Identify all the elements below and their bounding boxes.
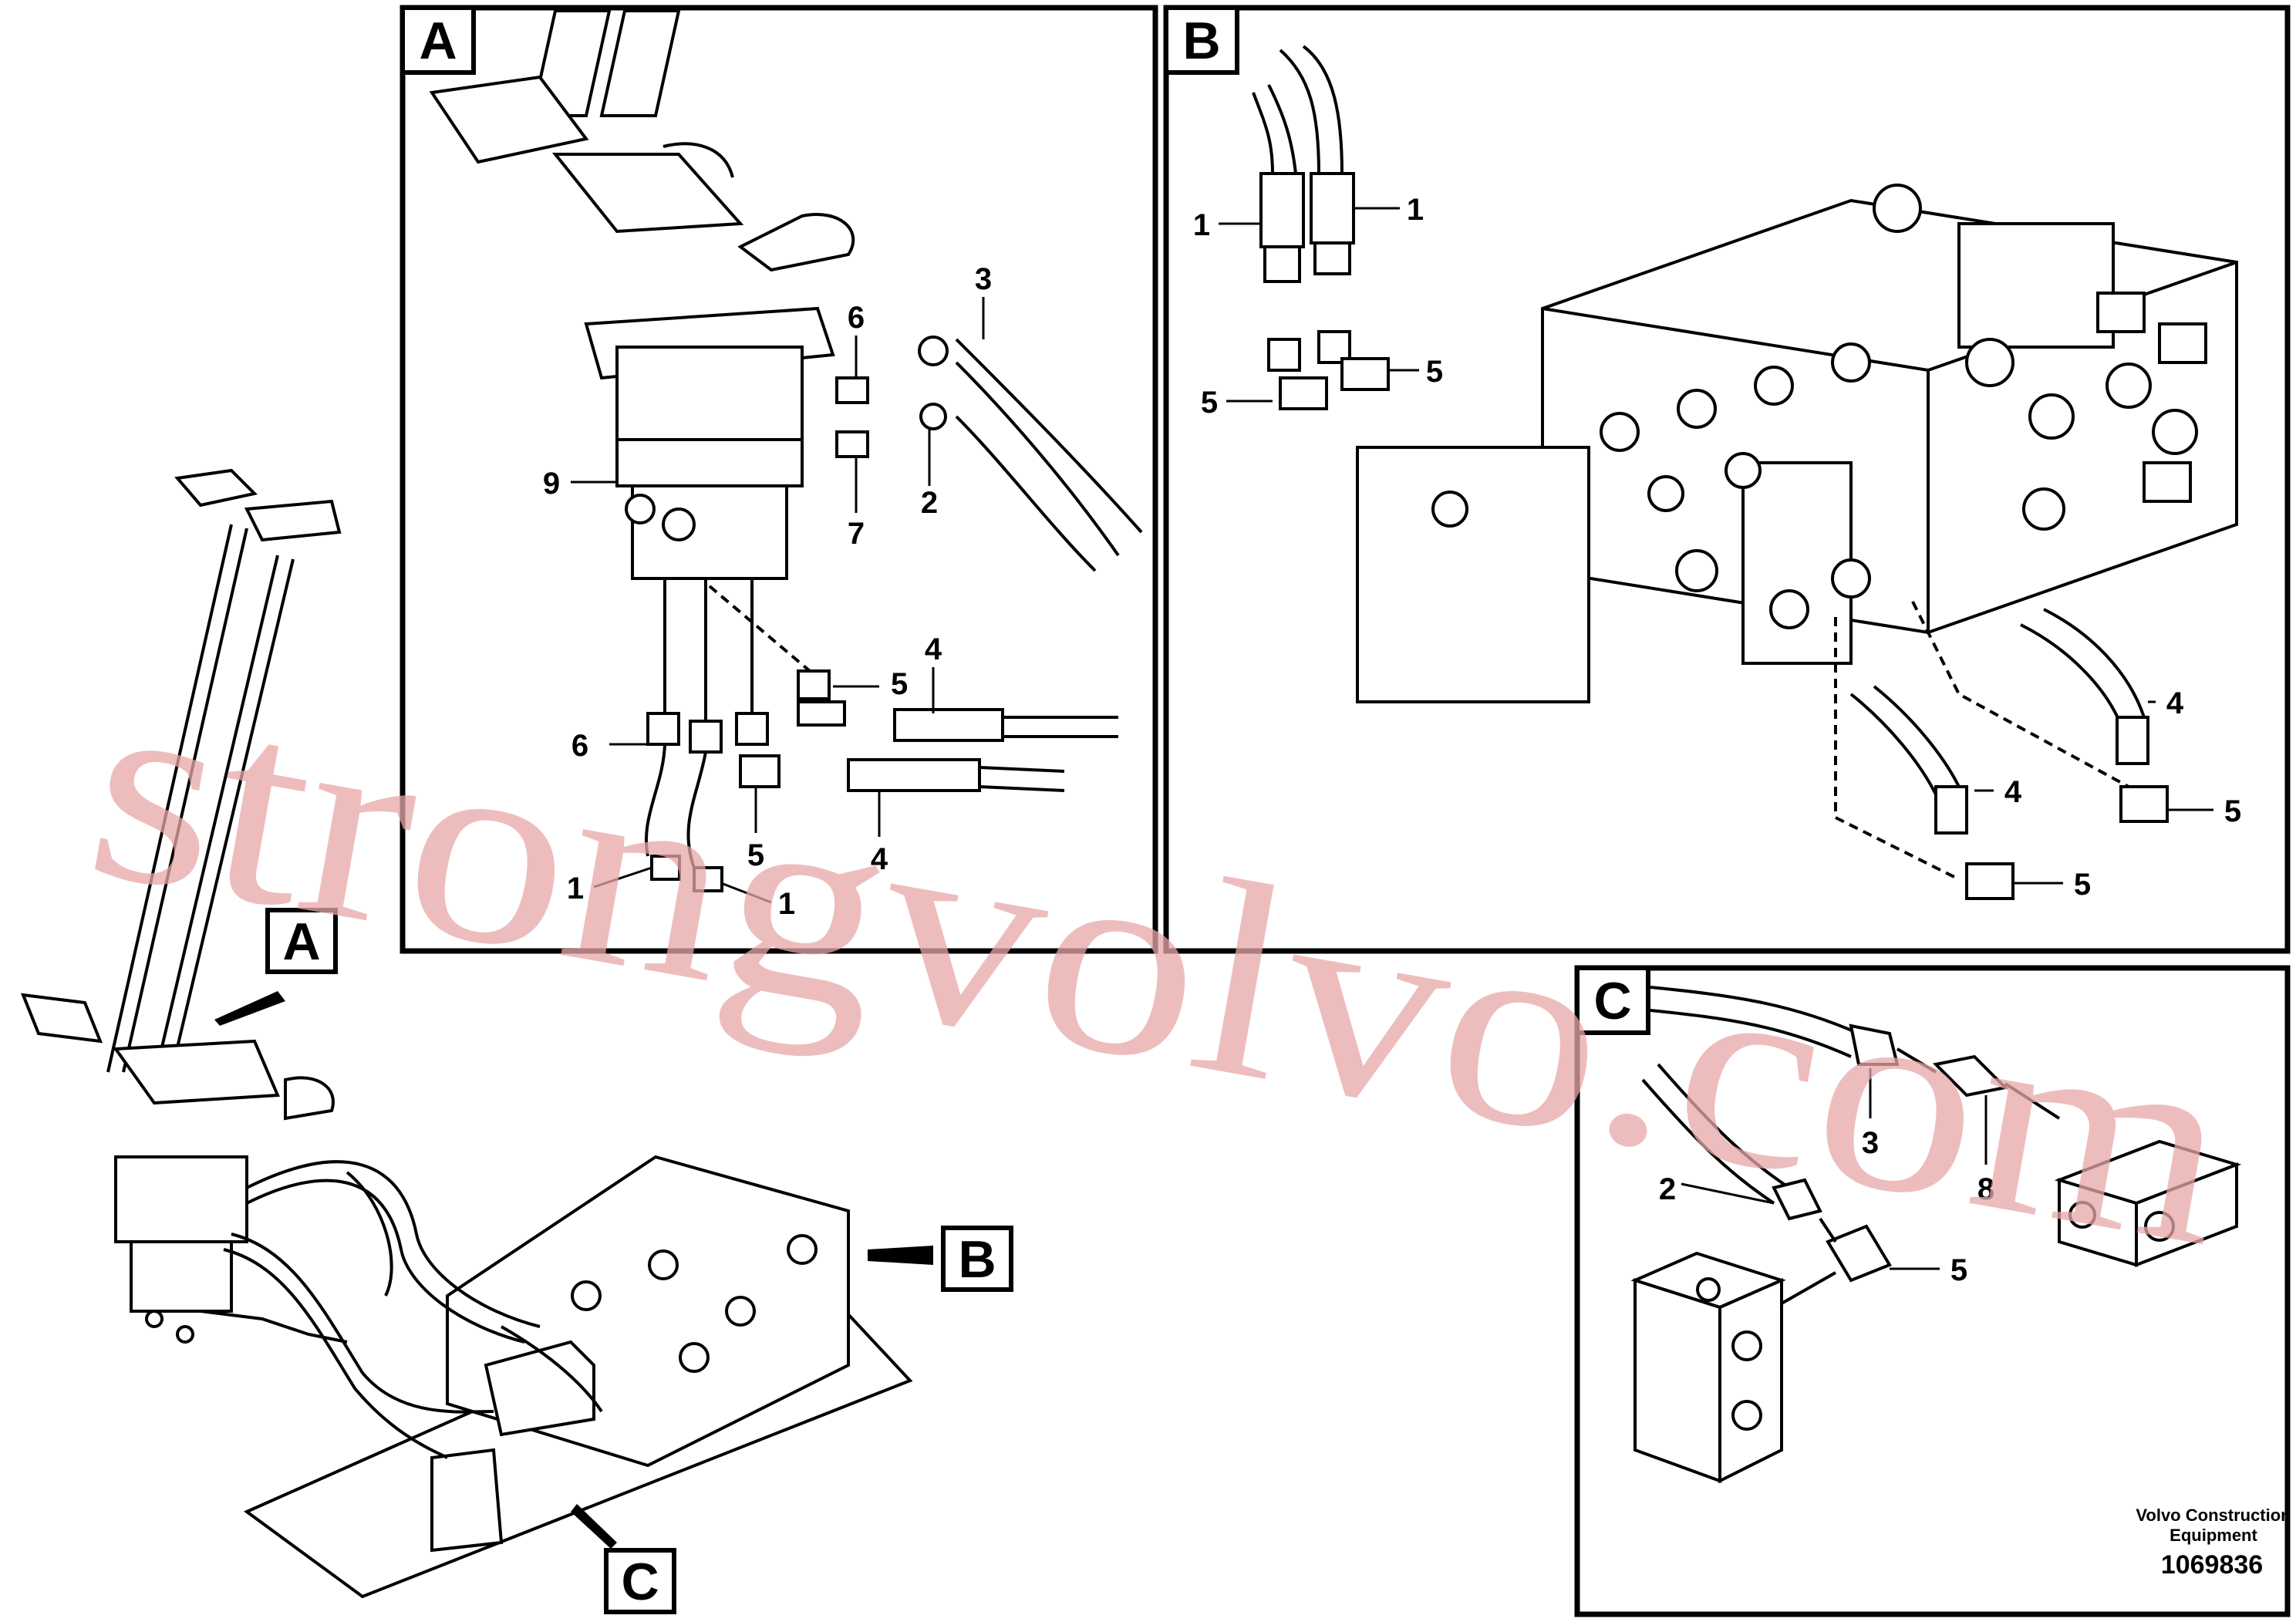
label-a-1-left: 1 xyxy=(567,872,584,905)
leaders-c xyxy=(1681,1068,1988,1270)
panel-a-letter: A xyxy=(419,12,457,70)
doc-number: 1069836 xyxy=(2161,1550,2263,1580)
label-a-6-bottom: 6 xyxy=(571,729,588,763)
leaders-a xyxy=(571,297,985,904)
overview-callout-c: C xyxy=(621,1553,659,1611)
label-a-5-top: 5 xyxy=(891,667,908,701)
overview-callout-b: B xyxy=(958,1230,996,1289)
blocks-c xyxy=(1630,1139,2242,1484)
label-b-5-lower-mid: 5 xyxy=(2074,868,2091,902)
lower-fittings-a xyxy=(646,669,1004,892)
callout-labels-b: 1 1 5 5 4 4 5 5 xyxy=(1193,193,2241,902)
label-c-2: 2 xyxy=(1659,1172,1676,1206)
label-b-4-mid: 4 xyxy=(2004,775,2022,809)
hoses-b-1 xyxy=(1252,45,1355,283)
joystick-levers xyxy=(429,9,855,272)
label-a-4-top: 4 xyxy=(925,632,942,666)
panel-b: B xyxy=(1163,5,2291,954)
watermark-text: strongvolvo.com xyxy=(70,626,2250,1305)
label-c-3: 3 xyxy=(1862,1126,1879,1160)
pilot-valve-block xyxy=(584,306,835,580)
overview-hoses xyxy=(200,1160,603,1459)
label-a-6-top: 6 xyxy=(848,301,865,335)
label-b-5-right: 5 xyxy=(1426,355,1443,389)
label-c-8: 8 xyxy=(1977,1172,1994,1206)
hoses-b-4 xyxy=(1834,601,2169,900)
overview-callouts: A B C xyxy=(214,908,1013,1614)
label-a-1-right: 1 xyxy=(778,887,795,921)
panel-c: C xyxy=(1574,965,2291,1617)
label-a-5-bottom: 5 xyxy=(747,838,764,872)
panel-c-letter: C xyxy=(1593,972,1631,1030)
label-b-4-right: 4 xyxy=(2166,686,2184,720)
label-c-5: 5 xyxy=(1950,1253,1967,1287)
hoses-a-upper xyxy=(955,338,1143,572)
label-a-9: 9 xyxy=(543,467,560,501)
control-valve-body xyxy=(1356,184,2238,703)
overview-callout-a: A xyxy=(282,912,320,971)
label-b-1-right: 1 xyxy=(1407,193,1424,227)
fitting-6-7 xyxy=(835,336,949,458)
leaders-b xyxy=(1219,207,2213,885)
callout-labels-a: 3 6 9 2 7 5 4 6 5 4 1 1 xyxy=(543,262,992,921)
hoses-a-lower xyxy=(644,578,1118,868)
label-b-5-lower-right: 5 xyxy=(2224,794,2241,828)
panel-a: A xyxy=(400,5,1158,954)
label-b-5-left: 5 xyxy=(1201,386,1218,420)
label-a-3: 3 xyxy=(975,262,992,296)
label-a-7: 7 xyxy=(848,517,865,551)
callout-labels-c: 3 8 2 5 xyxy=(1659,1126,1994,1287)
label-b-1-left: 1 xyxy=(1193,208,1210,242)
overview-assembly xyxy=(20,468,913,1599)
fittings-b-5 xyxy=(1267,330,1390,410)
label-a-4-bottom: 4 xyxy=(871,842,888,876)
panel-b-letter: B xyxy=(1182,12,1220,70)
company-line-2: Equipment xyxy=(2170,1526,2257,1545)
company-line-1: Volvo Construction xyxy=(2136,1506,2291,1525)
hoses-c xyxy=(1641,986,2061,1305)
label-a-2: 2 xyxy=(921,486,938,520)
